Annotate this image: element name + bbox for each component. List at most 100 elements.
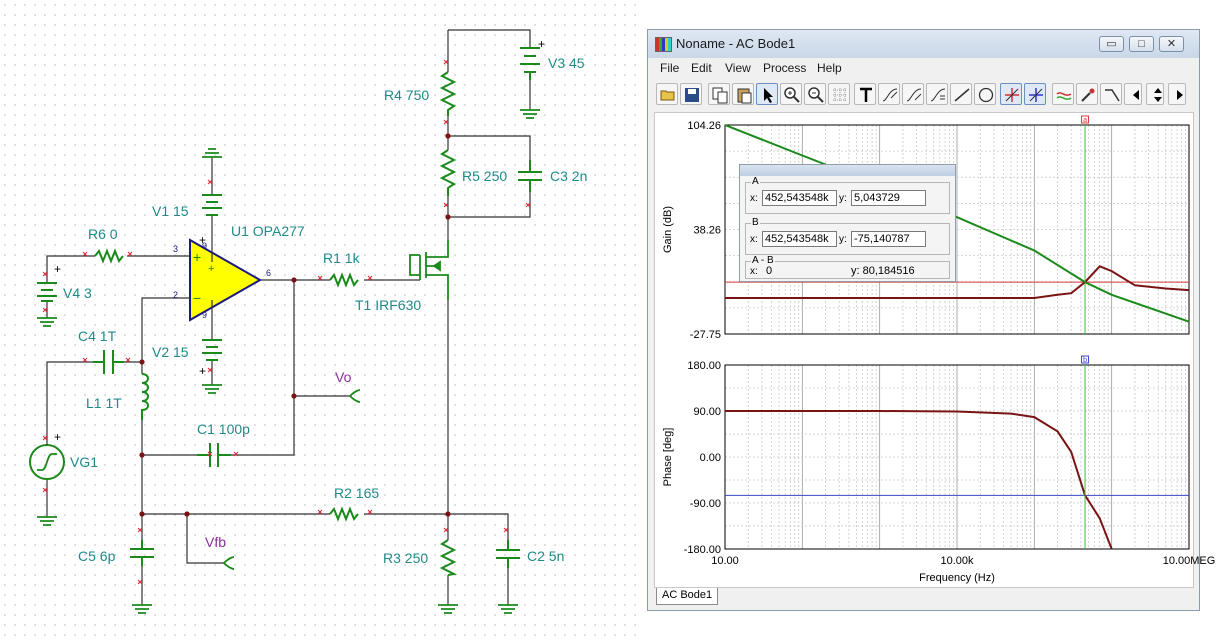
pointer-button[interactable] xyxy=(756,83,778,105)
readout-title-bar[interactable] xyxy=(740,165,955,176)
menu-bar: File Edit View Process Help xyxy=(648,58,1199,78)
a-y-field[interactable]: 5,043729 xyxy=(851,190,926,206)
cursor-b-icon xyxy=(1029,88,1043,102)
curve-sel-button[interactable] xyxy=(1052,83,1074,105)
save-icon xyxy=(685,88,699,102)
r3-label: R3 250 xyxy=(383,550,428,566)
cursor-readout-panel[interactable]: A x: 452,543548k y: 5,043729 B x: 452,54… xyxy=(739,164,956,282)
probe-button[interactable] xyxy=(1076,83,1098,105)
v2-battery xyxy=(202,339,222,361)
b-x-label: x: xyxy=(750,234,758,245)
copy-button[interactable] xyxy=(708,83,730,105)
c3-capacitor xyxy=(518,160,542,192)
paste-icon xyxy=(737,88,752,104)
tab-ac-bode1[interactable]: AC Bode1 xyxy=(656,588,719,605)
text-icon xyxy=(860,87,872,102)
app-icon xyxy=(655,37,672,52)
draw-curve2-button[interactable] xyxy=(902,83,924,105)
batteries[interactable] xyxy=(37,47,540,361)
menu-file[interactable]: File xyxy=(660,61,680,75)
tab-bar: AC Bode1 xyxy=(654,588,1194,606)
l1-label: L1 1T xyxy=(86,395,122,411)
c3-label: C3 2n xyxy=(550,168,587,184)
phase-ytick-label: 180.00 xyxy=(687,360,721,372)
paste-button[interactable] xyxy=(732,83,754,105)
arrow-left-button[interactable] xyxy=(1124,83,1142,105)
opamp-plus-sign: + xyxy=(193,249,201,265)
c5-capacitor xyxy=(130,540,154,566)
minimize-button[interactable]: ▭ xyxy=(1099,36,1124,52)
vg1-source[interactable] xyxy=(29,425,65,480)
resistors[interactable] xyxy=(94,71,458,576)
b-y-field[interactable]: -75,140787 xyxy=(851,231,926,247)
mosfet-t1[interactable] xyxy=(409,240,449,300)
a-x-label: x: xyxy=(750,193,758,204)
junction-dots xyxy=(139,133,451,517)
gain-ytick-label: 38.26 xyxy=(693,224,721,236)
save-button[interactable] xyxy=(680,83,702,105)
bode-window: Noname - AC Bode1 ▭ □ ✕ File Edit View P… xyxy=(647,29,1215,611)
c4-label: C4 1T xyxy=(78,328,117,344)
a-x-field[interactable]: 452,543548k xyxy=(762,190,837,206)
cursor-a-button[interactable] xyxy=(1000,83,1022,105)
c2-label: C2 5n xyxy=(527,548,564,564)
diff-x-label: x: xyxy=(750,266,758,277)
draw-curve3-button[interactable] xyxy=(926,83,948,105)
vfb-label: Vfb xyxy=(205,534,226,550)
pin-markers xyxy=(42,59,531,585)
r4-resistor xyxy=(439,71,457,116)
v1-battery xyxy=(202,194,222,216)
grid-background xyxy=(0,0,640,640)
vfb-terminal[interactable] xyxy=(223,556,235,570)
t1-label: T1 IRF630 xyxy=(355,297,421,313)
b-x-field[interactable]: 452,543548k xyxy=(762,231,837,247)
pin-6: 6 xyxy=(266,268,271,278)
cursor-a-label: A xyxy=(751,176,760,187)
phase-plot-frame xyxy=(724,364,1190,550)
maximize-button[interactable]: □ xyxy=(1129,36,1154,52)
l1-inductor[interactable] xyxy=(141,373,149,420)
gain-cursor-marker[interactable] xyxy=(1081,115,1090,124)
cursor-b-button[interactable] xyxy=(1024,83,1046,105)
phase-cursor-marker[interactable] xyxy=(1081,355,1090,364)
line-button[interactable] xyxy=(950,83,972,105)
opamp-u1[interactable]: + − + xyxy=(189,238,263,322)
arrow-updown-button[interactable] xyxy=(1146,83,1164,105)
phase-xtick-label: 10.00 xyxy=(711,555,739,567)
ground-symbols xyxy=(37,109,540,614)
r3-resistor xyxy=(439,539,458,576)
text-button[interactable] xyxy=(854,83,876,105)
frequency-xlabel: Frequency (Hz) xyxy=(919,572,995,584)
menu-help[interactable]: Help xyxy=(817,61,842,75)
open-folder-button[interactable] xyxy=(656,83,678,105)
c5-label: C5 6p xyxy=(78,548,116,564)
arrow-updown-icon xyxy=(1154,88,1162,102)
zoom-out-button[interactable] xyxy=(804,83,826,105)
copy-icon xyxy=(712,87,728,104)
circle-button[interactable] xyxy=(974,83,996,105)
slope-button[interactable] xyxy=(1100,83,1122,105)
opamp-inner-plus: + xyxy=(208,263,214,275)
menu-view[interactable]: View xyxy=(725,61,751,75)
c2-capacitor xyxy=(496,540,520,568)
draw-curve3-icon xyxy=(930,88,946,102)
phase-xtick-label: 10.00MEG xyxy=(1163,555,1216,567)
grid-button[interactable] xyxy=(828,83,850,105)
phase-ytick-label: -90.00 xyxy=(690,498,721,510)
menu-edit[interactable]: Edit xyxy=(691,61,712,75)
vo-terminal[interactable] xyxy=(349,389,361,403)
close-button[interactable]: ✕ xyxy=(1159,36,1184,52)
capacitors[interactable] xyxy=(93,160,542,568)
arrow-right-button[interactable] xyxy=(1168,83,1186,105)
schematic-canvas[interactable]: + − + R6 0 V1 15 U1 OPA277 R1 1k V4 3 C4… xyxy=(0,0,640,640)
slope-icon xyxy=(1105,89,1120,102)
title-bar[interactable]: Noname - AC Bode1 ▭ □ ✕ xyxy=(648,30,1199,58)
grid-icon xyxy=(833,88,847,102)
v3-battery xyxy=(520,47,540,80)
menu-process[interactable]: Process xyxy=(763,61,807,75)
zoom-in-button[interactable] xyxy=(780,83,802,105)
cursor-diff-label: A - B xyxy=(751,255,775,266)
draw-curve-button[interactable] xyxy=(878,83,900,105)
diff-y-value: y: 80,184516 xyxy=(851,265,915,277)
